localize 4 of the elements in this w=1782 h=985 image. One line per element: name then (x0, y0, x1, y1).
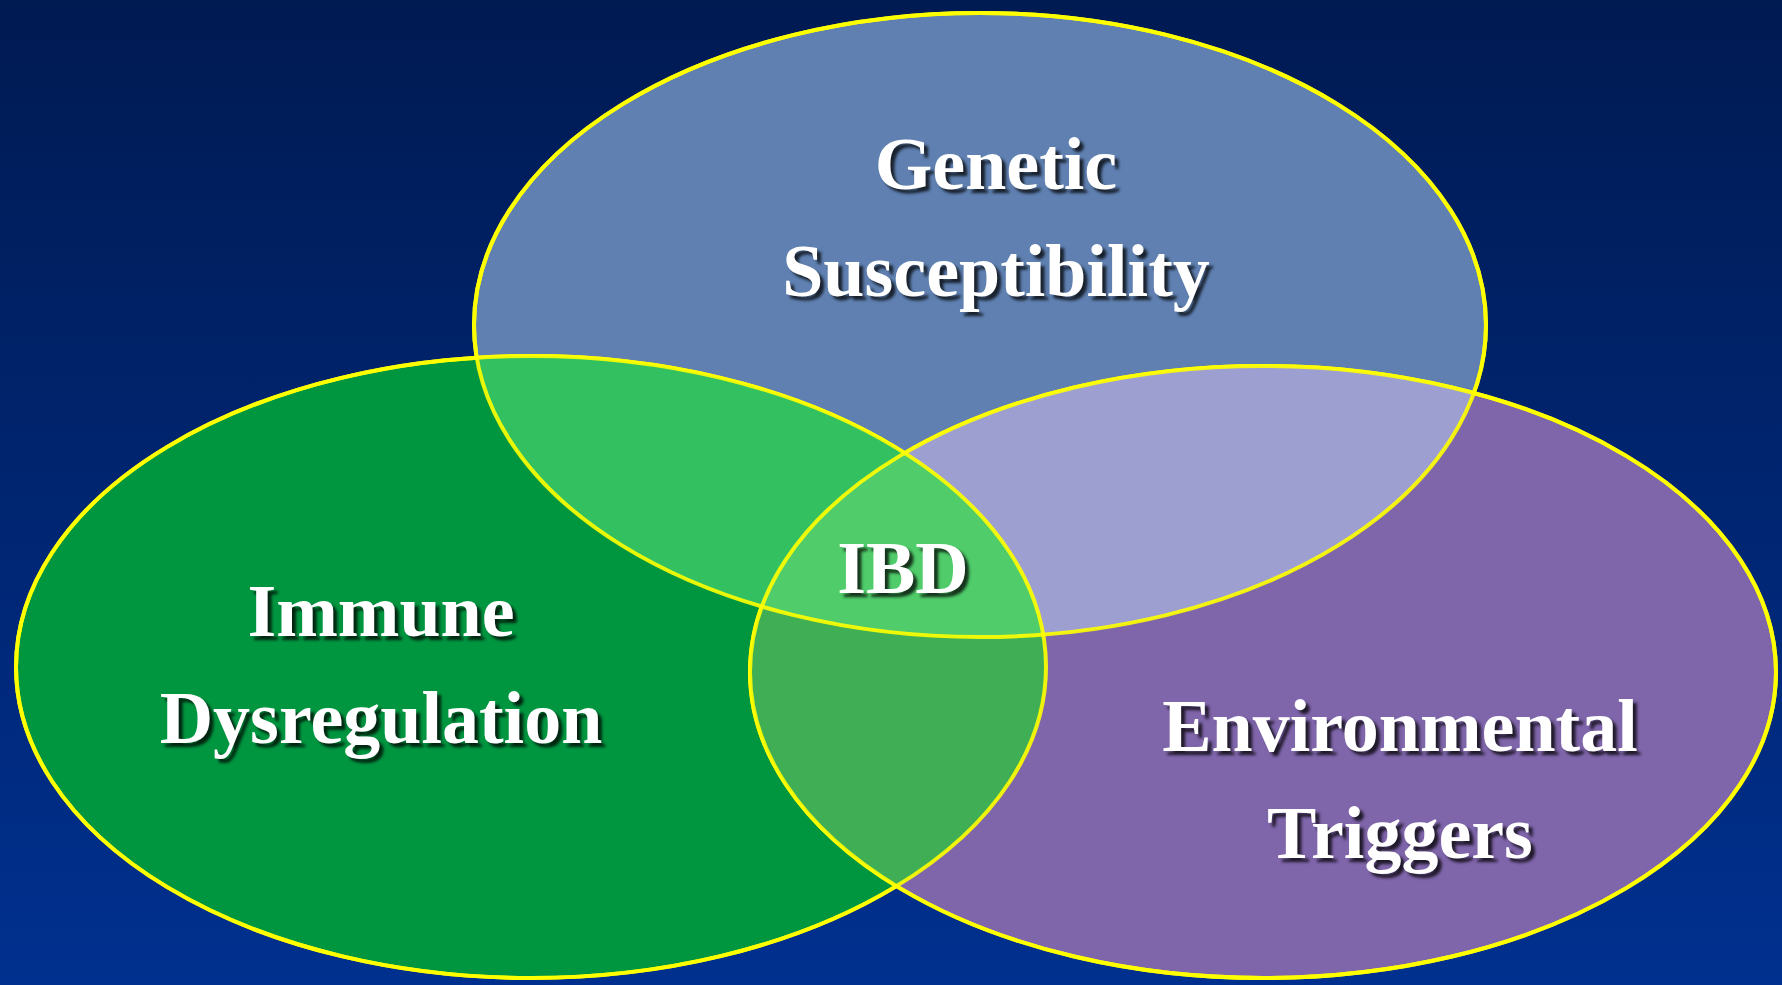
circle-label: Environmental Triggers (1161, 683, 1639, 876)
circle-label: Immune Dysregulation (158, 568, 604, 761)
circle-label: Genetic Susceptibility (781, 121, 1211, 314)
center-label: IBD (837, 526, 969, 612)
